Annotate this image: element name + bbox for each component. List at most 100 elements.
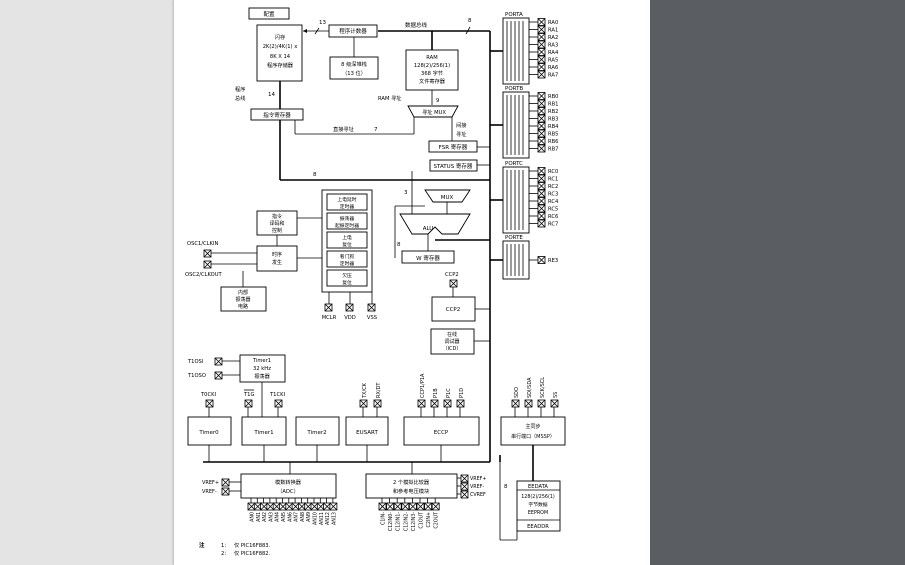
vss-pin-x2 bbox=[367, 303, 376, 312]
rxdt-label: RX/DT bbox=[376, 382, 382, 398]
rc6-pin-x2 bbox=[537, 212, 546, 220]
adc-vrefn-label: VREF- bbox=[202, 489, 217, 495]
an8-label: AN8 bbox=[300, 512, 306, 522]
decode-line1: 指令 bbox=[272, 213, 282, 220]
indirect-addr-label1: 间接 bbox=[456, 121, 466, 129]
rc7-pin-x2 bbox=[537, 219, 546, 228]
an9-label: AN9 bbox=[306, 512, 312, 522]
eeprom-box bbox=[516, 480, 561, 532]
block-diagram: 配置 闪存 2K(2)/4K(1) x 8K X 14 程序存储器 程序计数器 … bbox=[185, 7, 566, 557]
data-bus-width: 8 bbox=[468, 18, 472, 24]
rb1-pin-x2 bbox=[537, 99, 546, 108]
rc1-label: RC1 bbox=[548, 177, 558, 183]
sdi-label: SDI/SDA bbox=[527, 377, 533, 398]
timing-line1: 时序 bbox=[272, 251, 282, 258]
comparator-line1: 2 个模拟比较器 bbox=[393, 478, 430, 486]
rb1-label: RB1 bbox=[548, 102, 558, 108]
an5-label: AN5 bbox=[281, 512, 287, 522]
alu-mux-label: MUX bbox=[441, 195, 454, 201]
pc-bus-width: 13 bbox=[319, 20, 326, 26]
porte-title: PORTE bbox=[505, 235, 523, 241]
ccp1-label: CCP1/P1A bbox=[420, 373, 426, 398]
t1osi-pin-x2 bbox=[214, 357, 223, 366]
osc-startup-timer-box bbox=[326, 212, 368, 230]
osc-startup-line2: 起振定时器 bbox=[335, 222, 359, 229]
flash-memory-box bbox=[256, 24, 303, 82]
comp-vrefn-label: VREF- bbox=[470, 484, 484, 490]
comparator-box bbox=[365, 473, 458, 499]
p1d-label: P1D bbox=[459, 388, 465, 398]
p1d-pin-x2 bbox=[456, 399, 465, 408]
comp-pin-7-x2 bbox=[431, 502, 440, 511]
rb7-label: RB7 bbox=[548, 147, 558, 153]
rb0-label: RB0 bbox=[548, 94, 558, 100]
watchdog-box bbox=[326, 250, 368, 268]
rb6-pin-x2 bbox=[537, 137, 546, 145]
an12-label: AN12 bbox=[325, 512, 331, 525]
program-counter-label: 程序计数器 bbox=[339, 27, 367, 35]
decode-line3: 控制 bbox=[272, 227, 282, 234]
instruction-register-label: 指令寄存器 bbox=[263, 111, 291, 119]
an2-label: AN2 bbox=[262, 512, 268, 522]
portc-title: PORTC bbox=[505, 161, 523, 167]
p1c-pin-x2 bbox=[443, 399, 452, 408]
t1g-label: T1G bbox=[243, 392, 255, 398]
eeaddr-label: EEADDR bbox=[527, 524, 549, 530]
data-bus-tick bbox=[465, 26, 471, 35]
ra7-pin-x2 bbox=[537, 70, 546, 79]
stack-line2: （13 位） bbox=[342, 69, 366, 77]
t1oso-label: T1OSO bbox=[187, 373, 206, 379]
flash-line4: 程序存储器 bbox=[267, 61, 294, 69]
rb6-label: RB6 bbox=[548, 139, 558, 145]
eeprom-line2: 字节数据 bbox=[528, 501, 547, 508]
por-line1: 上电 bbox=[342, 234, 352, 241]
portb-title: PORTB bbox=[505, 86, 523, 92]
osc1-label: OSC1/CLKIN bbox=[187, 241, 218, 247]
prog-bus-label1: 程序 bbox=[235, 85, 245, 93]
rc0-pin-x2 bbox=[537, 167, 546, 175]
an6-pin-x2 bbox=[285, 502, 294, 511]
rc4-label: RC4 bbox=[548, 199, 559, 205]
comp-vrefn-pin-x2 bbox=[460, 482, 469, 491]
mssp-line1: 主同步 bbox=[525, 423, 540, 430]
bor-line2: 复位 bbox=[342, 279, 352, 286]
rc7-label: RC7 bbox=[548, 222, 558, 228]
osc-startup-line1: 振荡器 bbox=[340, 215, 355, 222]
porta-title: PORTA bbox=[505, 12, 523, 18]
por-box bbox=[326, 231, 368, 249]
icd-line3: （ICD） bbox=[443, 346, 462, 352]
w-out-width: 8 bbox=[397, 242, 401, 248]
decode-box bbox=[256, 210, 298, 236]
rb5-pin-x2 bbox=[537, 129, 546, 138]
comp-pin-6-x2 bbox=[424, 502, 432, 511]
flash-line1: 闪存 bbox=[275, 33, 285, 41]
comp-pin-label-3: C12IN2- bbox=[403, 512, 409, 532]
re3-label: RE3 bbox=[548, 258, 558, 264]
eeprom-line3: EEPROM bbox=[528, 510, 548, 516]
adc-line2: （ADC） bbox=[277, 488, 299, 495]
vss-label: VSS bbox=[367, 315, 377, 321]
an10-label: AN10 bbox=[313, 512, 319, 525]
direct-addr-label: 直接寻址 bbox=[333, 125, 354, 133]
comp-pin-5-x2 bbox=[416, 502, 425, 511]
config-box bbox=[248, 7, 290, 20]
icd-line1: 在线 bbox=[447, 331, 457, 338]
internal-osc-line3: 电路 bbox=[238, 303, 248, 310]
rc5-label: RC5 bbox=[548, 207, 558, 213]
sdi-pin-x2 bbox=[524, 399, 533, 408]
an0-label: AN0 bbox=[250, 512, 256, 522]
timer1-osc-line3: 振荡器 bbox=[254, 372, 270, 380]
eusart-label: EUSART bbox=[356, 430, 378, 436]
comp-pin-1-x2 bbox=[386, 502, 394, 511]
comp-pin-4-x2 bbox=[409, 502, 417, 511]
adc-vrefn-pin-x2 bbox=[221, 487, 230, 496]
comp-vrefp-pin-x2 bbox=[460, 474, 469, 483]
timer2-label: Timer2 bbox=[306, 430, 326, 436]
mclr-label: MCLR bbox=[322, 315, 337, 321]
comp-pin-label-0: C1IN- bbox=[381, 512, 387, 525]
ports-group: PORTARA0RA1RA2RA3RA4RA5RA6RA7PORTBRB0RB1… bbox=[490, 12, 559, 280]
timer1-osc-box bbox=[239, 354, 286, 383]
timing-line2: 发生 bbox=[272, 259, 282, 266]
note2-num: 2： bbox=[221, 551, 230, 557]
